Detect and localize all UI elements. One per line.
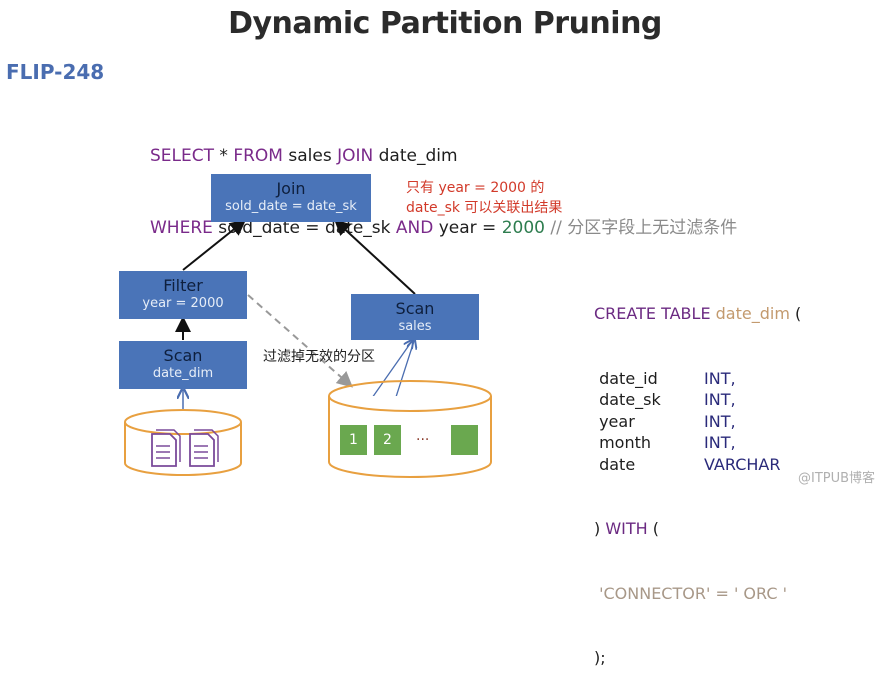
sql-text: *	[214, 146, 234, 166]
edge-dynamic-filter	[247, 294, 353, 388]
sql-keyword: AND	[395, 218, 434, 238]
diagram-connectors	[124, 219, 492, 478]
ddl-column: month INT,	[594, 432, 801, 454]
ddl-column-type: INT,	[704, 368, 736, 388]
ddl-column-type: VARCHAR	[704, 454, 781, 474]
join-node: Join sold_date = date_sk	[211, 174, 371, 222]
ddl-column-name: date_id	[594, 368, 658, 388]
flip-label: FLIP-248	[6, 60, 105, 84]
filter-node-condition: year = 2000	[142, 296, 224, 311]
sql-text: sales	[282, 146, 338, 166]
partition-2: 2	[374, 425, 401, 455]
sql-keyword: JOIN	[337, 146, 374, 166]
join-node-title: Join	[276, 179, 306, 198]
ddl-connector-property: 'CONNECTOR' = ' ORC '	[599, 583, 787, 603]
sql-text: year =	[433, 218, 502, 238]
pruning-note: 过滤掉无效的分区	[263, 349, 375, 365]
scan-sales-title: Scan	[395, 299, 435, 318]
scan-sales-node: Scan sales	[351, 294, 479, 340]
join-annotation-line-1: 只有 year = 2000 的	[406, 180, 545, 196]
ddl-column: year INT,	[594, 411, 801, 433]
ddl-column: date_id INT,	[594, 368, 801, 390]
ddl-column-name: year	[594, 411, 635, 431]
scan-date-dim-table: date_dim	[152, 366, 214, 381]
ddl-column-name: date_sk	[594, 390, 661, 409]
sql-text: date_dim	[373, 146, 458, 166]
sql-number: 2000	[501, 218, 545, 238]
ddl-with-open: (	[647, 519, 659, 538]
ddl-column-type: INT,	[704, 411, 736, 431]
sales-storage-icon	[328, 380, 492, 478]
filter-node-title: Filter	[163, 276, 203, 295]
document-icon	[151, 429, 181, 467]
slide-title: Dynamic Partition Pruning	[228, 6, 662, 41]
sql-keyword: WHERE	[150, 218, 213, 238]
ddl-keyword: CREATE TABLE	[594, 304, 711, 323]
join-annotation: 只有 year = 2000 的 date_sk 可以关联出结果	[406, 178, 562, 218]
date-dim-storage-icon	[124, 409, 242, 476]
partition-ellipsis: ...	[416, 428, 430, 444]
join-annotation-line-2: date_sk 可以关联出结果	[406, 200, 563, 216]
ddl-header: CREATE TABLE date_dim (	[594, 303, 801, 325]
partition-1: 1	[340, 425, 367, 455]
ddl-column: date VARCHAR	[594, 454, 801, 476]
ddl-with: ) WITH (	[594, 518, 801, 540]
ddl-column: date_sk INT,	[594, 389, 801, 411]
partition-n	[451, 425, 478, 455]
scan-date-dim-title: Scan	[163, 346, 203, 365]
join-node-condition: sold_date = date_sk	[225, 199, 357, 214]
sql-line-1: SELECT * FROM sales JOIN date_dim	[150, 144, 737, 168]
ddl-property: 'CONNECTOR' = ' ORC '	[594, 583, 801, 605]
ddl-column-name: month	[594, 433, 652, 452]
ddl-close-paren: )	[594, 519, 606, 538]
ddl-open-paren: (	[789, 304, 802, 323]
sql-keyword: SELECT	[150, 146, 214, 166]
ddl-column-name: date	[594, 454, 636, 474]
scan-date-dim-node: Scan date_dim	[119, 341, 247, 389]
ddl-with-keyword: WITH	[605, 519, 648, 538]
sql-comment: // 分区字段上无过滤条件	[544, 218, 738, 238]
ddl-table-name: date_dim	[715, 304, 790, 323]
sql-keyword: FROM	[233, 146, 283, 166]
watermark: @ITPUB博客	[798, 471, 876, 486]
edge-filter-join	[182, 219, 247, 271]
ddl-end: );	[594, 648, 606, 667]
filter-node: Filter year = 2000	[119, 271, 247, 319]
ddl-column-type: INT,	[704, 390, 736, 409]
document-icon	[189, 429, 219, 467]
scan-sales-table: sales	[398, 319, 432, 334]
edge-scan-sales-join	[334, 219, 416, 295]
ddl-column-type: INT,	[704, 433, 736, 452]
